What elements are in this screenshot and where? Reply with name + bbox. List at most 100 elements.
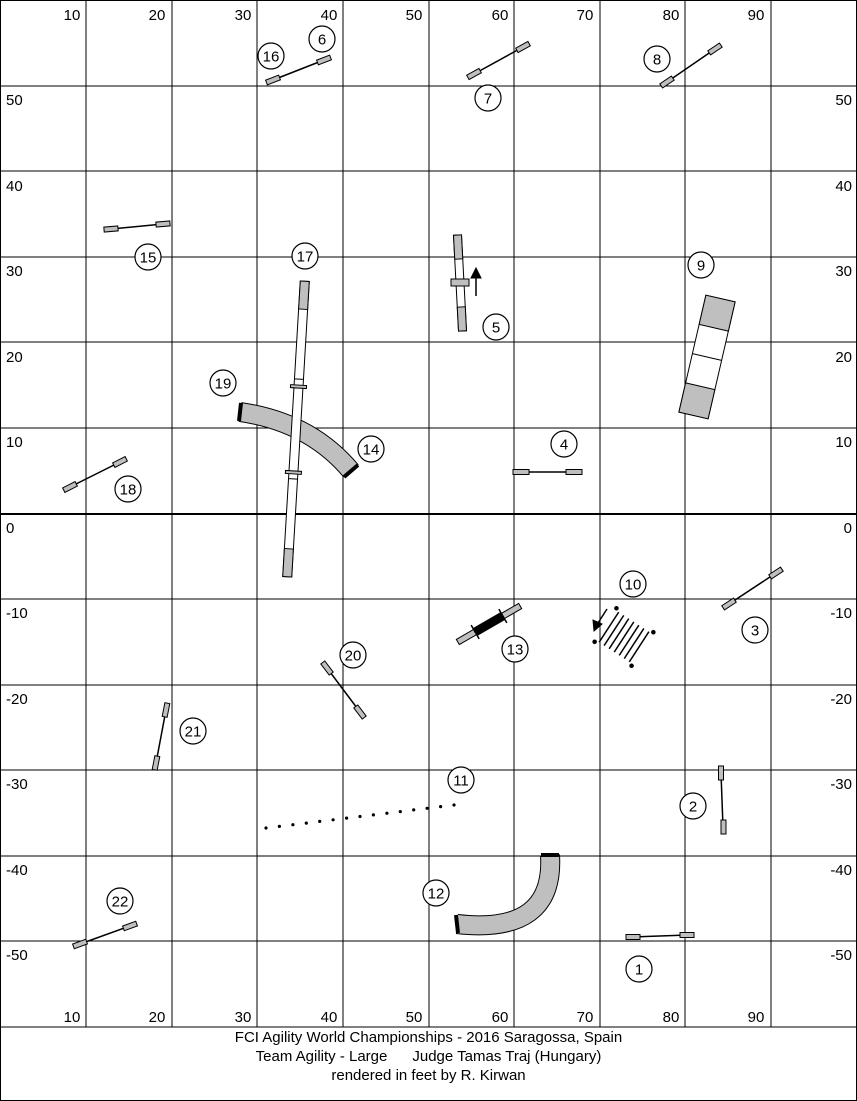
dot bbox=[385, 811, 389, 815]
y-label-left: 40 bbox=[6, 178, 23, 195]
number-label: 2 bbox=[689, 799, 697, 816]
y-label-right: -10 bbox=[830, 605, 852, 622]
a-frame-9-icon bbox=[678, 294, 736, 420]
dot bbox=[358, 814, 362, 819]
dot bbox=[291, 823, 295, 827]
obstacle-number-12: 12 bbox=[422, 879, 450, 907]
obstacle-number-10: 10 bbox=[619, 570, 647, 598]
y-label-left: 10 bbox=[6, 434, 23, 451]
dot bbox=[398, 810, 402, 814]
y-label-left: -20 bbox=[6, 691, 28, 708]
dotted-line-11-icon bbox=[264, 803, 456, 830]
x-label-top: 90 bbox=[748, 7, 765, 24]
x-label-top: 70 bbox=[577, 7, 594, 24]
y-label-left: 30 bbox=[6, 263, 23, 280]
x-label-top: 40 bbox=[321, 7, 338, 24]
x-label-bottom: 80 bbox=[663, 1009, 680, 1026]
number-circle bbox=[447, 766, 475, 794]
number-circle bbox=[106, 887, 134, 915]
number-label: 16 bbox=[263, 49, 280, 66]
x-label-top: 10 bbox=[64, 7, 81, 24]
number-label: 4 bbox=[560, 437, 568, 454]
obstacle-number-11: 11 bbox=[447, 766, 475, 794]
number-circle bbox=[134, 243, 162, 271]
number-label: 11 bbox=[453, 773, 469, 790]
number-label: 19 bbox=[215, 376, 232, 393]
x-label-bottom: 10 bbox=[64, 1009, 81, 1026]
x-label-bottom: 30 bbox=[235, 1009, 252, 1026]
dogwalk-17-icon bbox=[282, 280, 310, 578]
number-circle bbox=[625, 955, 653, 983]
jump-22-icon bbox=[71, 920, 139, 950]
x-label-top: 50 bbox=[406, 7, 423, 24]
number-label: 12 bbox=[428, 886, 445, 903]
obstacle-number-15: 15 bbox=[134, 243, 162, 271]
obstacle-number-14: 14 bbox=[357, 435, 385, 463]
obstacle-number-16: 16 bbox=[257, 42, 285, 70]
number-circle bbox=[209, 369, 237, 397]
number-label: 10 bbox=[625, 577, 642, 594]
number-circle bbox=[687, 251, 715, 279]
dot bbox=[371, 813, 375, 817]
y-label-right: -20 bbox=[830, 691, 852, 708]
number-circle bbox=[501, 635, 529, 663]
number-circle bbox=[474, 84, 502, 112]
number-label: 9 bbox=[697, 258, 705, 275]
y-label-right: 30 bbox=[835, 263, 852, 280]
obstacle-number-20: 20 bbox=[339, 641, 367, 669]
number-circle bbox=[619, 570, 647, 598]
dot bbox=[304, 821, 308, 825]
number-label: 15 bbox=[140, 250, 157, 267]
obstacle-number-6: 6 bbox=[308, 25, 336, 53]
course-footer: FCI Agility World Championships - 2016 S… bbox=[0, 1028, 857, 1085]
weave-10-icon bbox=[592, 605, 656, 669]
y-label-right: -50 bbox=[830, 947, 852, 964]
number-circle bbox=[679, 792, 707, 820]
x-label-top: 20 bbox=[149, 7, 166, 24]
y-label-left: 20 bbox=[6, 349, 23, 366]
obstacle-number-22: 22 bbox=[106, 887, 134, 915]
y-label-left: 0 bbox=[6, 520, 14, 537]
jump-4-icon bbox=[512, 469, 583, 475]
number-label: 18 bbox=[120, 482, 137, 499]
y-label-right: -30 bbox=[830, 776, 852, 793]
number-circle bbox=[179, 717, 207, 745]
number-label: 22 bbox=[112, 894, 129, 911]
y-label-right: 50 bbox=[835, 92, 852, 109]
obstacle-number-8: 8 bbox=[643, 45, 671, 73]
obstacle-number-3: 3 bbox=[741, 616, 769, 644]
dot bbox=[318, 819, 322, 824]
number-label: 6 bbox=[318, 32, 326, 49]
footer-event-title: FCI Agility World Championships - 2016 S… bbox=[234, 1029, 623, 1046]
number-label: 21 bbox=[185, 724, 202, 741]
obstacle-number-7: 7 bbox=[474, 84, 502, 112]
y-label-right: 10 bbox=[835, 434, 852, 451]
teeter-5-icon bbox=[450, 234, 482, 332]
number-circle bbox=[741, 616, 769, 644]
dot bbox=[277, 824, 281, 829]
jump-21-icon bbox=[151, 702, 171, 771]
footer-credit: rendered in feet by R. Kirwan bbox=[331, 1067, 526, 1084]
number-circle bbox=[422, 879, 450, 907]
number-label: 13 bbox=[507, 642, 524, 659]
number-circle bbox=[114, 475, 142, 503]
number-label: 20 bbox=[345, 648, 362, 665]
obstacle-number-2: 2 bbox=[679, 792, 707, 820]
number-circle bbox=[291, 242, 319, 270]
jump-20-icon bbox=[320, 660, 367, 720]
number-circle bbox=[357, 435, 385, 463]
y-label-right: 40 bbox=[835, 178, 852, 195]
jump-15-icon bbox=[103, 220, 171, 233]
number-label: 7 bbox=[484, 91, 492, 108]
weave-10-arrow-icon bbox=[592, 608, 608, 633]
x-label-bottom: 20 bbox=[149, 1009, 166, 1026]
dot bbox=[331, 818, 335, 822]
number-label: 3 bbox=[751, 623, 759, 640]
jump-8-icon bbox=[659, 42, 723, 89]
x-label-top: 60 bbox=[492, 7, 509, 24]
dot bbox=[452, 803, 456, 807]
jump-7-icon bbox=[465, 40, 532, 81]
